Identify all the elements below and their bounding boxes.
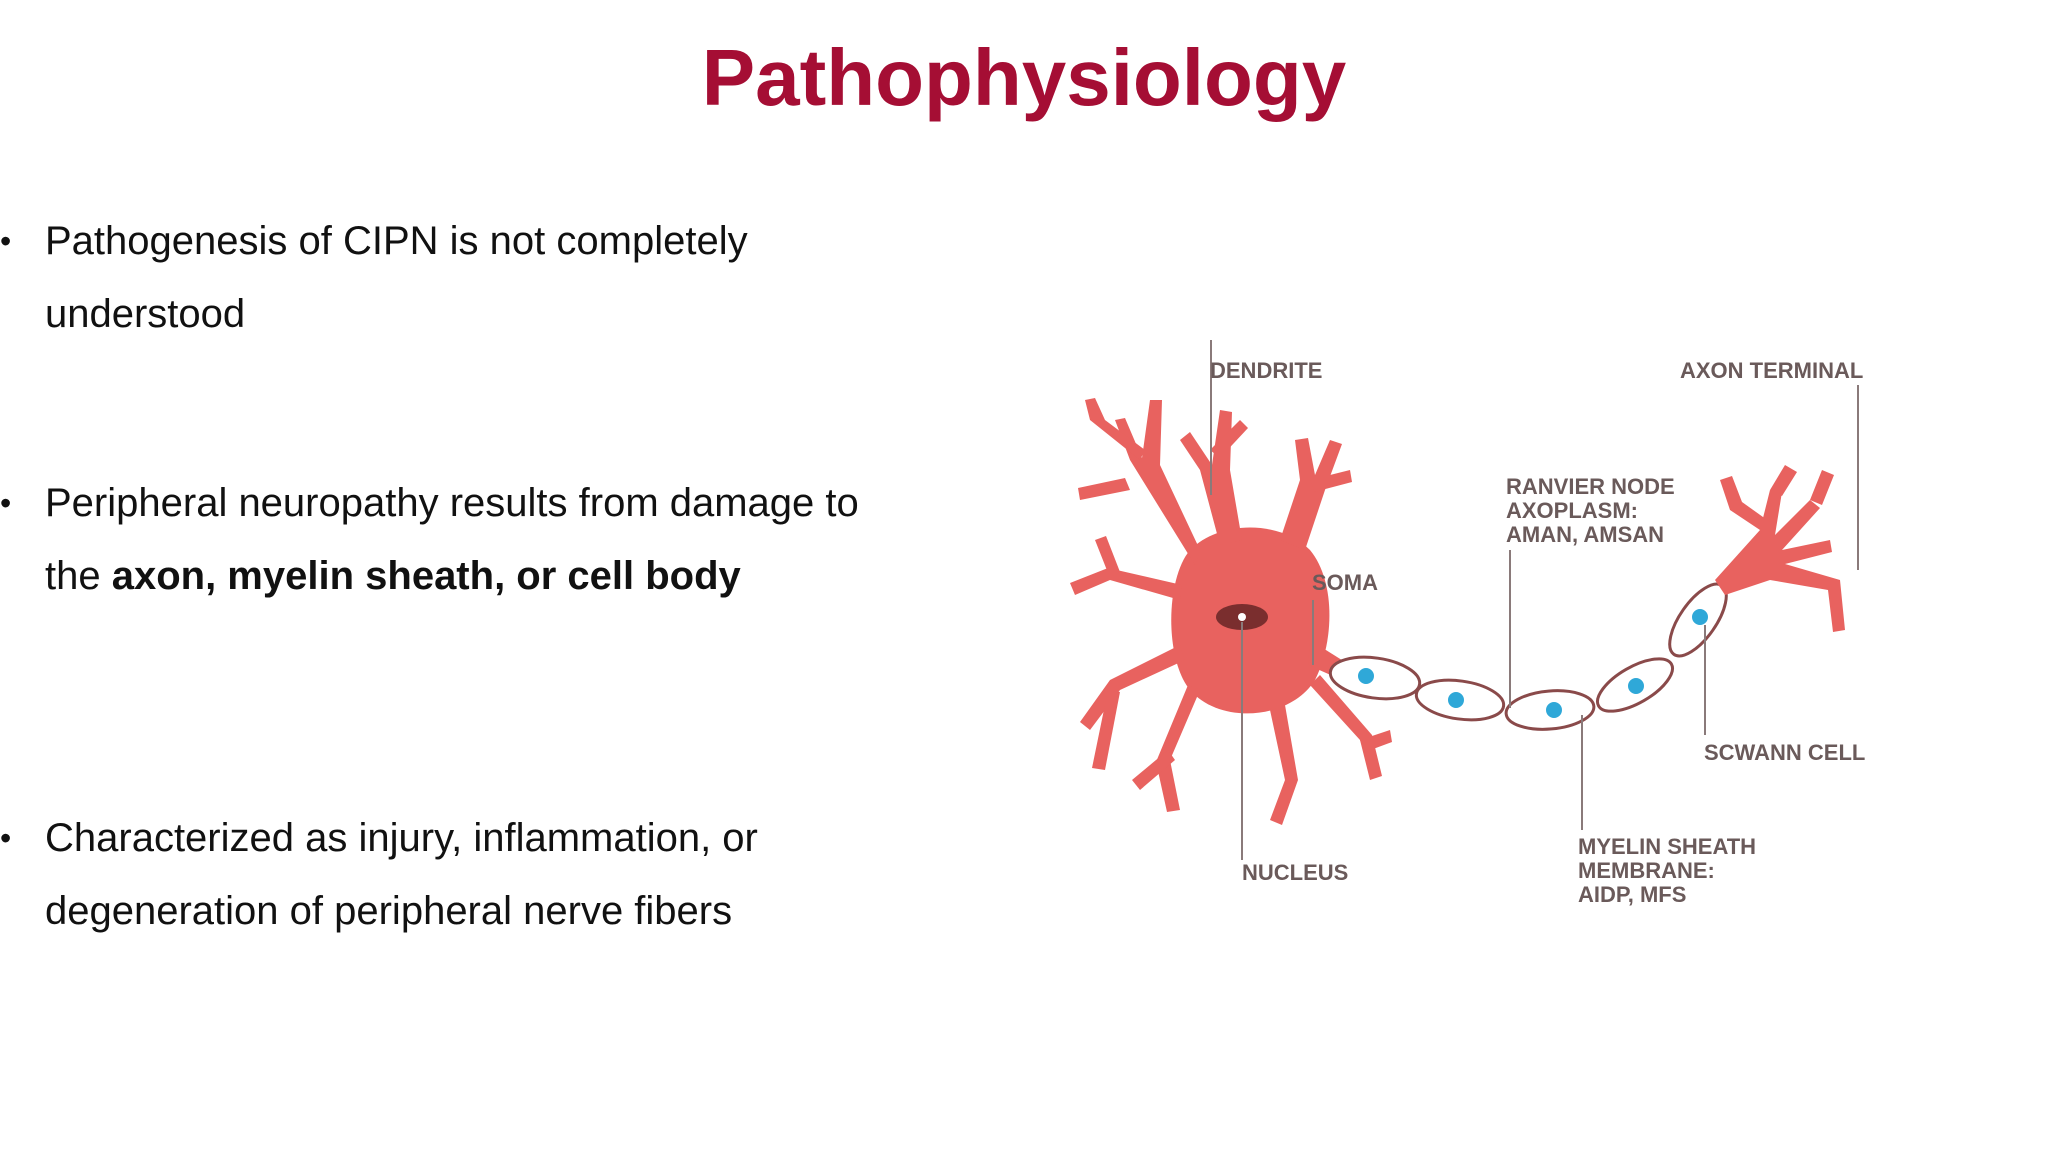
label-schwann-cell: SCWANN CELL: [1704, 740, 1865, 765]
bullet-text-bold: axon, myelin sheath, or cell body: [111, 554, 741, 598]
label-myelin-sheath: MYELIN SHEATH: [1578, 834, 1756, 859]
label-soma: SOMA: [1312, 570, 1378, 595]
label-membrane: MEMBRANE:: [1578, 858, 1715, 883]
leader-lines: [1210, 340, 1859, 860]
label-dendrite: DENDRITE: [1210, 358, 1322, 383]
bullet-marker: •: [0, 223, 12, 259]
label-axoplasm: AXOPLASM:: [1506, 498, 1638, 523]
label-axon-terminal: AXON TERMINAL: [1680, 358, 1863, 383]
schwann-nuclei: [1356, 607, 1710, 720]
bullet-text: Characterized as injury, inflammation, o…: [45, 816, 758, 933]
myelin-sheath: [1328, 582, 1728, 731]
slide-title: Pathophysiology: [701, 33, 1347, 122]
label-aman-amsan: AMAN, AMSAN: [1506, 522, 1664, 547]
bullet-item: • Peripheral neuropathy results from dam…: [0, 467, 860, 613]
axon-terminal-shape: [1715, 465, 1845, 632]
bullet-marker: •: [0, 485, 12, 521]
label-ranvier-node: RANVIER NODE: [1506, 474, 1675, 499]
bullet-item: • Pathogenesis of CIPN is not completely…: [0, 205, 860, 351]
label-nucleus: NUCLEUS: [1242, 860, 1348, 885]
bullet-text: Pathogenesis of CIPN is not completely u…: [45, 219, 748, 336]
bullet-text: Peripheral neuropathy results from damag…: [45, 467, 860, 613]
bullet-text-plain: Peripheral neuropathy results from damag…: [45, 481, 859, 598]
bullet-marker: •: [0, 820, 12, 856]
neuron-diagram: DENDRITE AXON TERMINAL RANVIER NODE AXOP…: [1070, 340, 1865, 907]
label-aidp-mfs: AIDP, MFS: [1578, 882, 1686, 907]
bullet-item: • Characterized as injury, inflammation,…: [0, 802, 860, 948]
